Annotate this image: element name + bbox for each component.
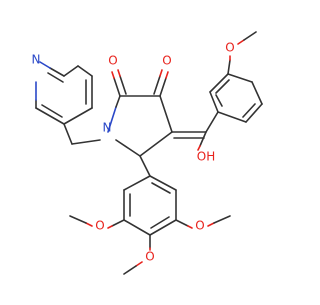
bond: [159, 69, 163, 77]
pyridine-nitrogen-label: N: [32, 53, 41, 67]
bond: [63, 107, 93, 125]
bond: [237, 39, 245, 45]
carbonyl-oxygen-label: O: [162, 54, 171, 68]
bond: [63, 123, 73, 145]
bond: [139, 131, 173, 157]
bond: [63, 65, 79, 77]
bond: [123, 219, 151, 236]
bond: [47, 72, 64, 83]
bond: [151, 182, 171, 194]
bond: [41, 104, 63, 118]
methoxy-oxygen-label: O: [225, 41, 234, 55]
bond: [187, 225, 193, 229]
bond: [139, 155, 151, 177]
bond: [242, 103, 256, 118]
pyrrolidine-ring: [107, 95, 173, 157]
bond: [115, 139, 141, 157]
bond: [209, 91, 219, 113]
bond: [205, 111, 219, 133]
methoxy-oxygen-label: O: [95, 219, 104, 233]
bond: [251, 81, 263, 105]
bond: [215, 79, 230, 94]
bond: [107, 225, 113, 229]
bond: [35, 107, 65, 125]
bond: [123, 175, 151, 191]
bond: [135, 261, 143, 267]
methoxy-oxygen-label: O: [195, 219, 204, 233]
bond: [49, 67, 65, 77]
bond: [159, 77, 167, 97]
molecule-canvas: N N O O OH O: [32, 31, 263, 275]
bond: [119, 75, 127, 95]
bond: [245, 103, 263, 123]
lactam-nitrogen-label: N: [103, 121, 112, 135]
bond: [159, 95, 173, 133]
methoxyphenyl-ring: [205, 73, 263, 133]
carbonyl-oxygen-label: O: [108, 54, 117, 68]
trimethoxyphenyl-ring: [123, 175, 177, 236]
bond: [115, 95, 121, 108]
methoxy-oxygen-label: O: [145, 250, 154, 264]
bond: [117, 69, 121, 77]
bond: [213, 215, 231, 224]
bond: [243, 31, 257, 41]
bond: [217, 111, 247, 123]
bond: [149, 219, 177, 236]
bond: [207, 222, 215, 227]
bond: [113, 77, 121, 97]
bond: [215, 94, 223, 107]
bond: [69, 215, 87, 224]
bond: [199, 131, 207, 147]
bond: [150, 216, 170, 229]
bond: [227, 59, 231, 75]
bond: [111, 219, 125, 227]
hydroxyl-label: OH: [197, 150, 215, 164]
bond: [153, 75, 161, 95]
bond: [85, 222, 93, 227]
bond: [77, 65, 93, 77]
bond: [111, 71, 115, 79]
bond: [209, 73, 229, 93]
chemical-structure-drawing: N N O O OH O: [32, 31, 263, 275]
bond: [39, 61, 51, 69]
bond: [165, 71, 169, 79]
bond: [175, 219, 189, 227]
pyridine-ring: [35, 61, 93, 125]
bond: [107, 106, 117, 133]
bond: [227, 73, 253, 83]
bond: [123, 265, 137, 275]
bond: [71, 139, 101, 145]
bond: [197, 145, 201, 151]
bond: [149, 175, 177, 191]
